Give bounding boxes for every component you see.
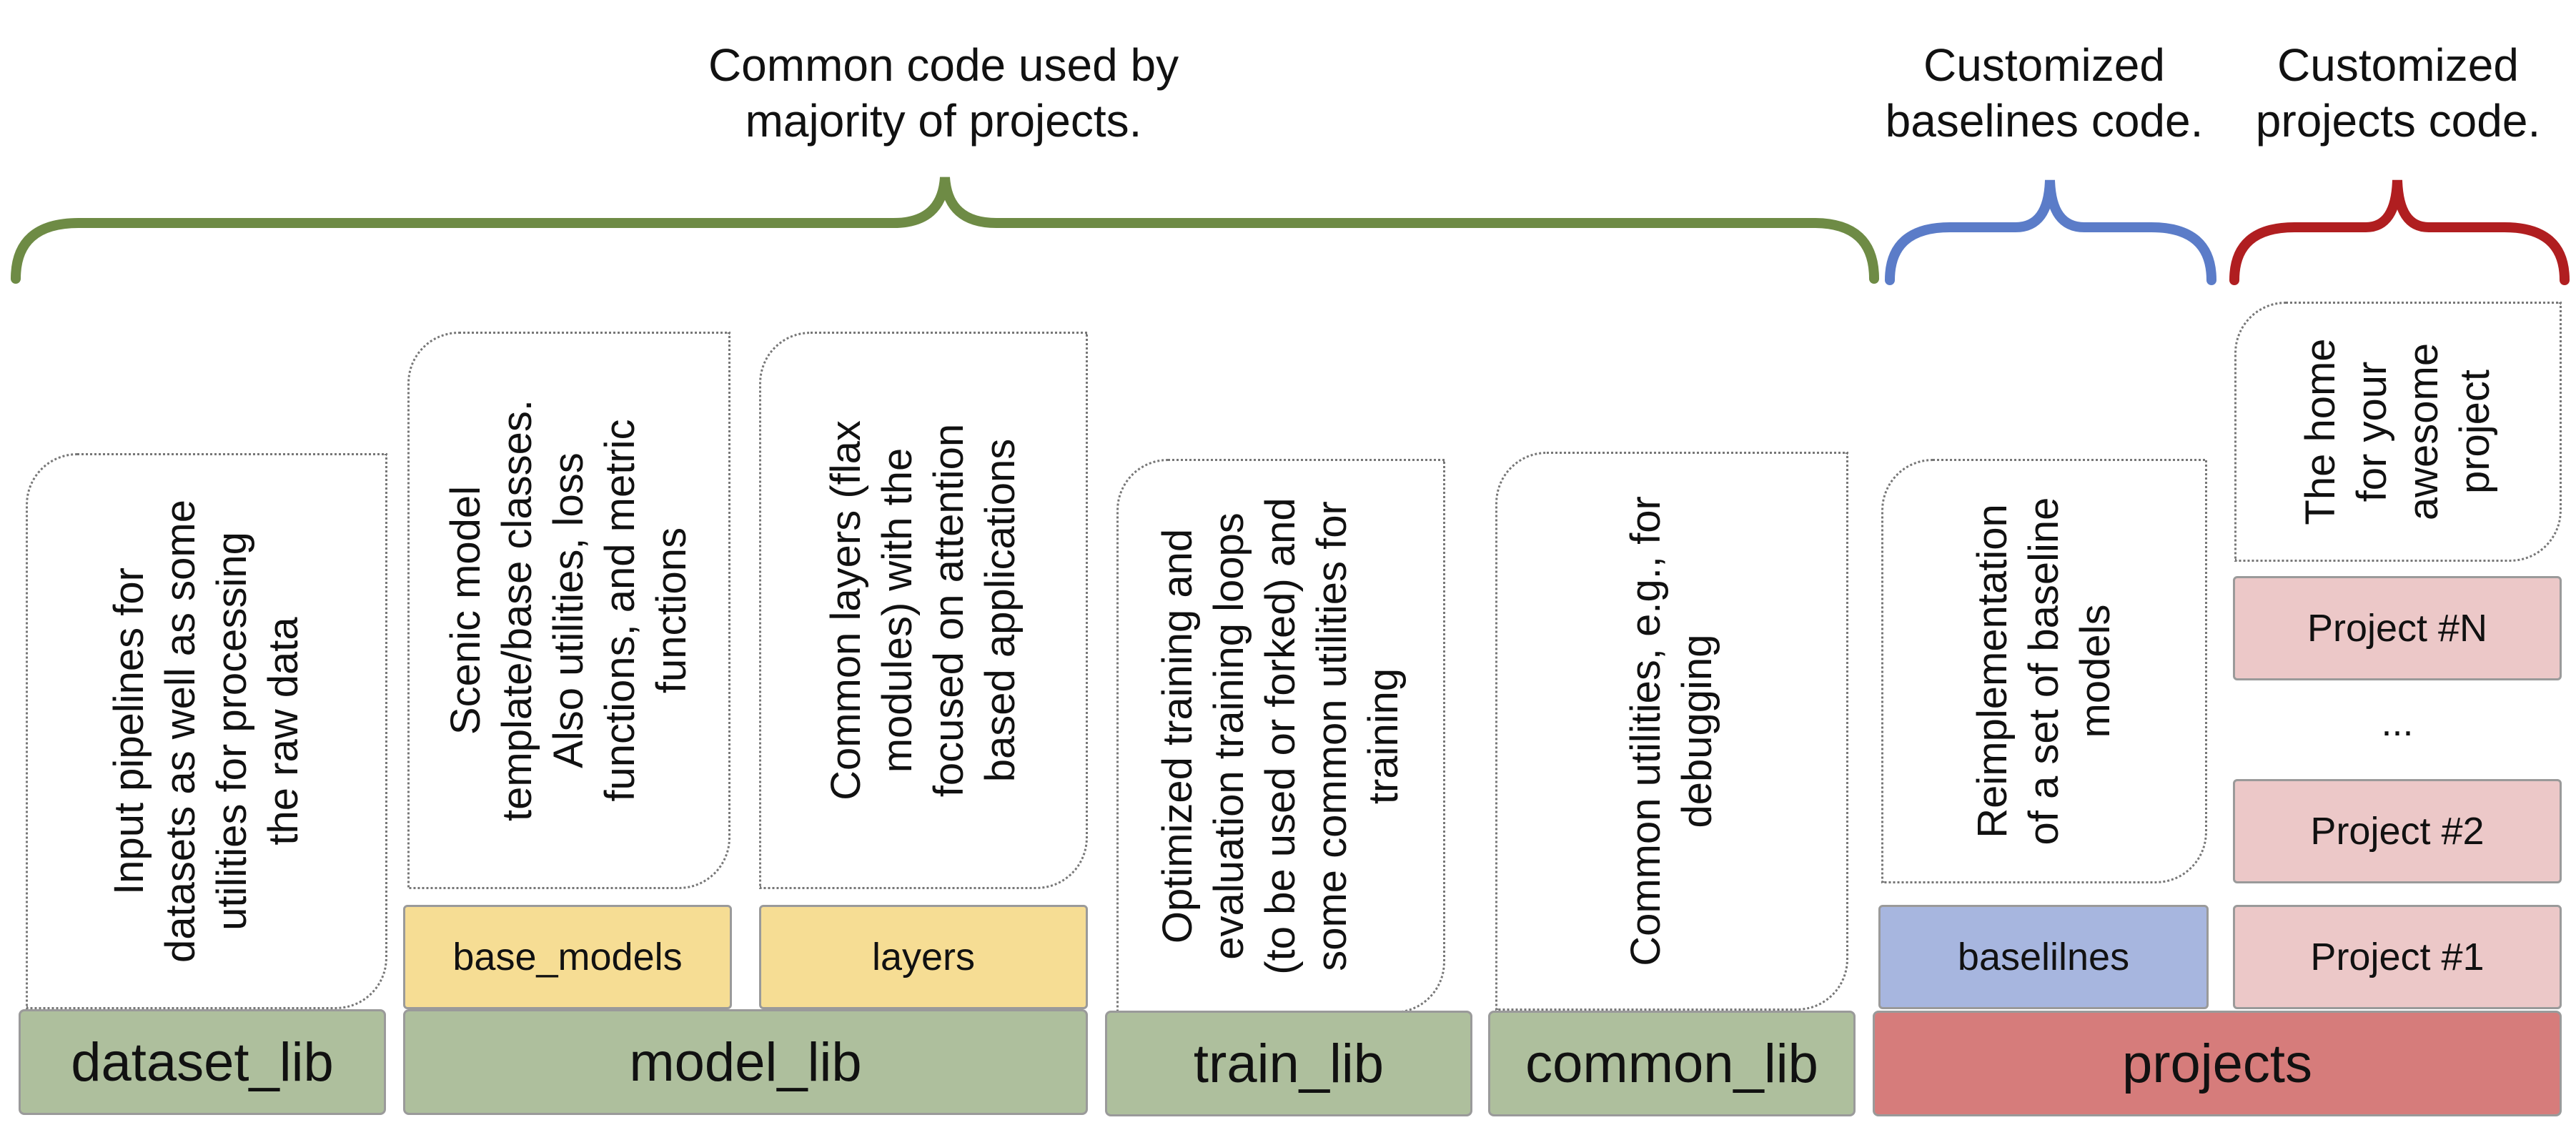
model-lib-box: model_lib <box>403 1009 1088 1115</box>
project-1-box: Project #1 <box>2233 905 2562 1009</box>
project-n-box: Project #N <box>2233 576 2562 680</box>
dataset-lib-box: dataset_lib <box>19 1009 386 1115</box>
description-baselines-text: Reimplementation of a set of baseline mo… <box>1969 497 2119 846</box>
brace-common <box>11 177 1879 284</box>
description-projects: The home for your awesome project <box>2234 302 2562 562</box>
description-common-lib-text: Common utilities, e.g., for debugging <box>1623 496 1720 966</box>
common-lib-box: common_lib <box>1488 1011 1856 1116</box>
base-models-module: base_models <box>403 905 732 1009</box>
project-2-box: Project #2 <box>2233 779 2562 883</box>
projects-ellipsis: ... <box>2381 701 2414 744</box>
description-layers-text: Common layers (flax modules) with the fo… <box>823 420 1024 801</box>
description-dataset-lib: Input pipelines for datasets as well as … <box>26 453 387 1009</box>
brace-projects <box>2229 179 2570 285</box>
train-lib-box: train_lib <box>1105 1011 1472 1116</box>
description-common-lib: Common utilities, e.g., for debugging <box>1495 452 1848 1011</box>
description-base-models: Scenic model template/base classes. Also… <box>407 332 730 889</box>
description-layers: Common layers (flax modules) with the fo… <box>759 332 1088 889</box>
description-baselines: Reimplementation of a set of baseline mo… <box>1881 459 2207 883</box>
projects-box: projects <box>1873 1011 2562 1116</box>
header-customized-projects: Customized projects code. <box>2255 39 2541 147</box>
description-dataset-lib-text: Input pipelines for datasets as well as … <box>106 500 307 963</box>
header-common-code: Common code used by majority of projects… <box>708 39 1179 147</box>
description-base-models-text: Scenic model template/base classes. Also… <box>442 400 695 821</box>
description-train-lib: Optimized training and evaluation traini… <box>1116 459 1445 1013</box>
header-customized-baselines: Customized baselines code. <box>1885 39 2204 147</box>
description-projects-text: The home for your awesome project <box>2297 338 2498 525</box>
baselines-module: baselilnes <box>1878 905 2209 1009</box>
brace-baselines <box>1885 179 2216 285</box>
layers-module: layers <box>759 905 1088 1009</box>
description-train-lib-text: Optimized training and evaluation traini… <box>1154 497 1407 975</box>
